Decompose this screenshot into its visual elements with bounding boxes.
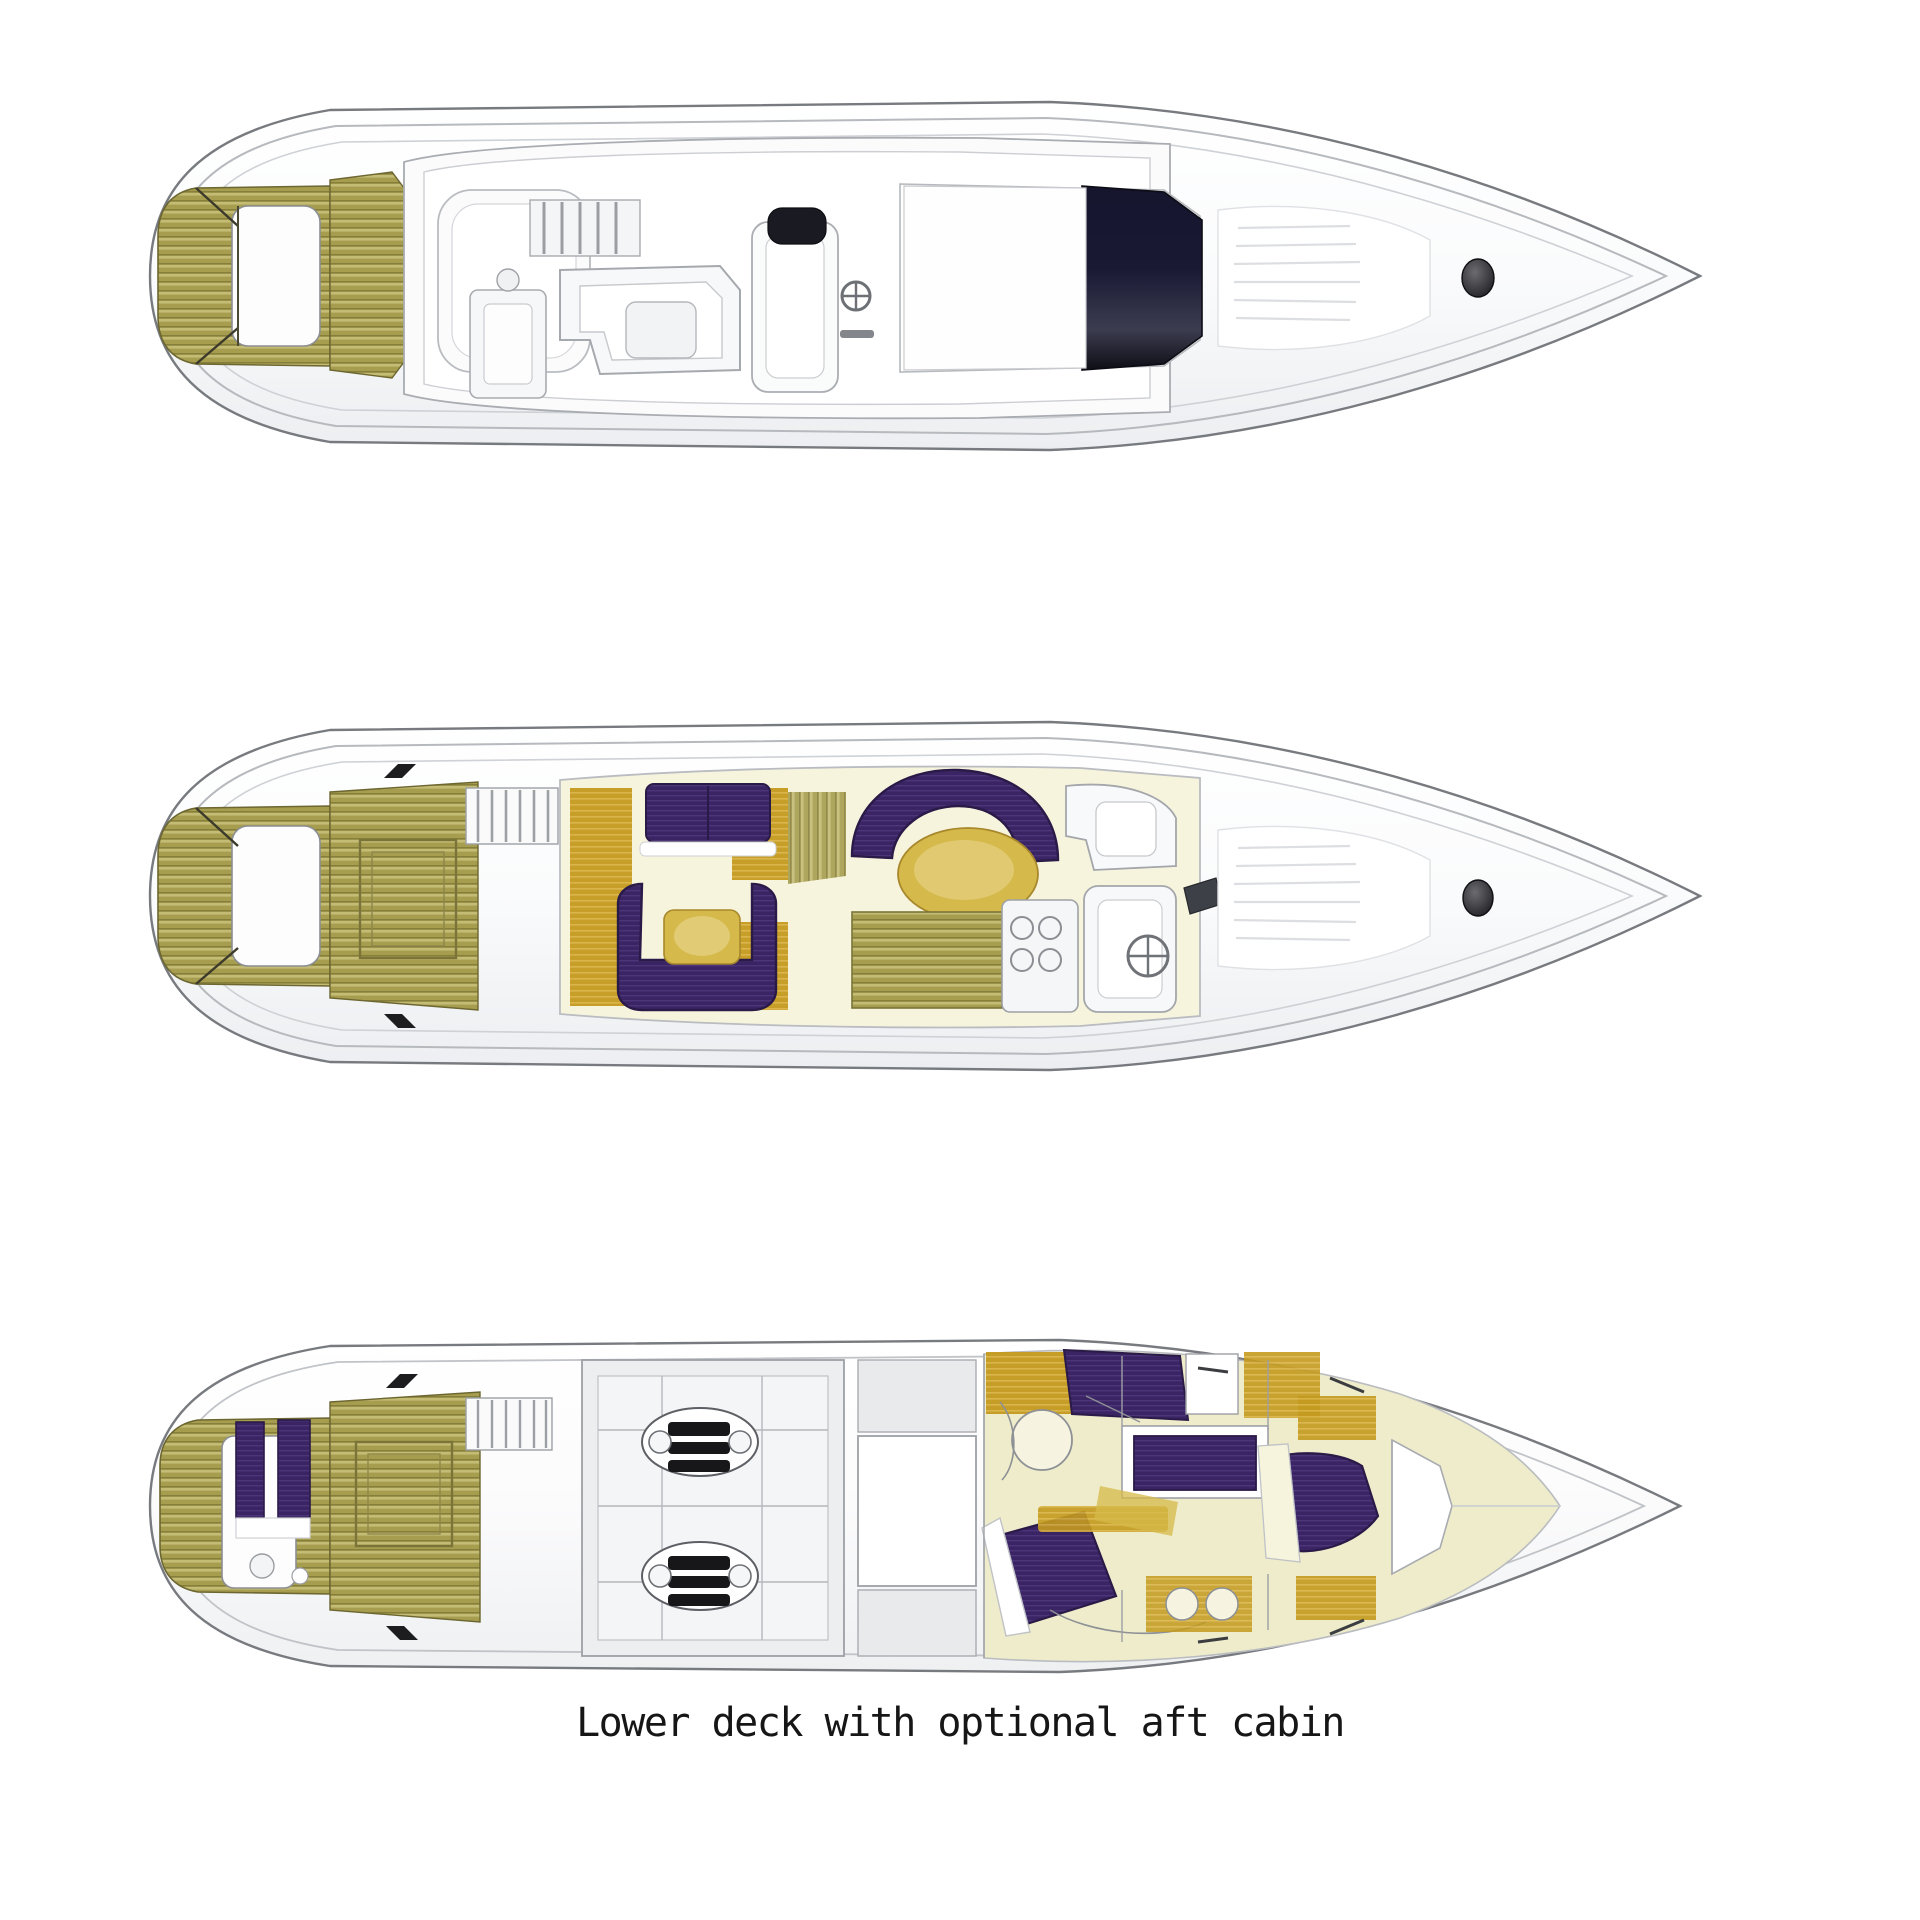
master-cabin <box>981 1486 1252 1637</box>
engine-room <box>581 1359 845 1657</box>
saloon-u-settee <box>616 882 778 1012</box>
guest-berth-1 <box>1062 1348 1190 1422</box>
windshield <box>899 183 1203 373</box>
anchor-locker-hatch-icon <box>1461 258 1495 298</box>
flybridge-plan-svg <box>148 100 1703 452</box>
flybridge-wetbar <box>469 268 547 399</box>
anchor-locker-hatch-icon <box>1462 879 1494 917</box>
main-deck-plan-svg <box>148 720 1703 1072</box>
galley <box>851 899 1079 1013</box>
foredeck-sunpad-lines <box>1233 224 1361 322</box>
guest-berth-2 <box>1133 1435 1257 1491</box>
heads-compartment <box>999 1395 1269 1499</box>
saloon-curved-settee <box>850 768 1060 921</box>
lower-helm-station <box>1065 783 1223 1013</box>
deck-view-lower-deck <box>0 1290 1920 1720</box>
aft-cabin-berth-starboard <box>277 1419 311 1519</box>
cockpit-teak <box>329 764 479 1028</box>
deck-view-flybridge <box>0 40 1920 510</box>
vip-cabin-forward <box>1257 1396 1560 1620</box>
joinery-lines <box>983 1354 1365 1658</box>
aft-cabin-berth-port <box>235 1421 265 1519</box>
bathing-platform-teak <box>157 185 331 367</box>
foredeck <box>1217 205 1495 351</box>
flybridge-helm-console <box>559 264 741 376</box>
vip-berth <box>1270 1452 1380 1553</box>
figure-caption: Lower deck with optional aft cabin <box>576 1700 1345 1746</box>
engine-starboard-icon <box>641 1541 759 1611</box>
deck-view-main-deck <box>0 660 1920 1130</box>
saloon-aft-sofa <box>639 783 777 857</box>
lower-deck-plan-svg <box>148 1338 1683 1674</box>
cockpit-hatch-outline <box>358 838 458 960</box>
foredeck <box>1217 825 1494 971</box>
cockpit-and-aft-cabin <box>159 1374 553 1640</box>
bathing-platform-teak <box>157 805 331 987</box>
companionway <box>857 1359 977 1657</box>
flybridge-helm-seat <box>751 207 874 393</box>
engine-port-icon <box>641 1407 759 1477</box>
guest-cabin-twin <box>986 1348 1320 1422</box>
flybridge-steps-icon <box>529 199 641 257</box>
heads-basin-icon <box>1011 1409 1073 1471</box>
transom-steps-icon <box>465 787 559 845</box>
